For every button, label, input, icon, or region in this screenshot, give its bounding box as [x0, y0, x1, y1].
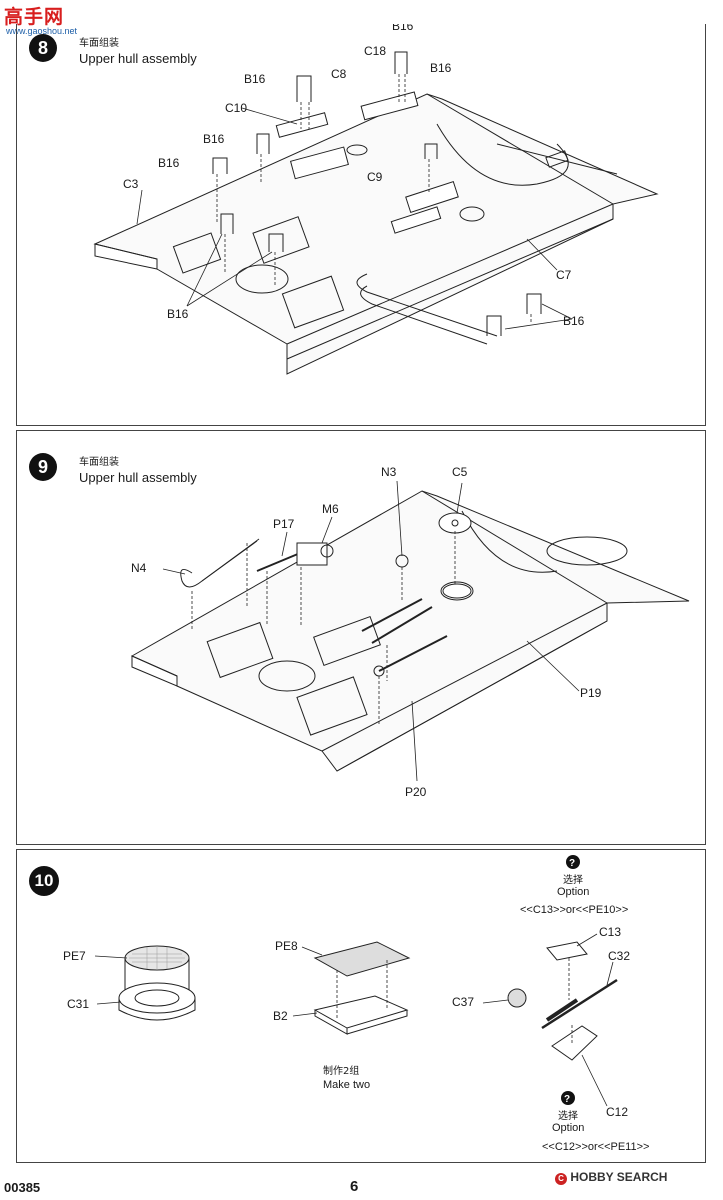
make-two-en: Make two: [323, 1079, 370, 1091]
label-c31: C31: [67, 997, 89, 1011]
step-title-en: Upper hull assembly: [79, 51, 197, 66]
option-bottom-cn: 选择: [558, 1109, 578, 1122]
label-b16: B16: [203, 132, 225, 146]
label-c32: C32: [608, 949, 630, 963]
label-c7: C7: [556, 268, 572, 282]
label-n3: N3: [381, 465, 397, 479]
label-b16: B16: [563, 314, 585, 328]
step-8-diagram: B16 C18 B16 C8 B16 C10 B16 B16 C3 C9 C7 …: [93, 24, 659, 375]
label-c13: C13: [599, 925, 621, 939]
label-m6: M6: [322, 502, 339, 516]
question-mark: ?: [569, 858, 575, 869]
step-8-panel: 8 车面组装 Upper hull assembly: [16, 24, 706, 426]
label-p17: P17: [273, 517, 295, 531]
label-pe8: PE8: [275, 939, 298, 953]
label-b16: B16: [244, 72, 266, 86]
question-mark: ?: [564, 1094, 570, 1105]
label-c8: C8: [331, 67, 347, 81]
watermark-cn: 高手网: [4, 6, 65, 28]
brand-watermark: C HOBBY SEARCH: [555, 1170, 667, 1185]
step-title-cn: 车面组装: [79, 457, 119, 468]
label-b16: B16: [167, 307, 189, 321]
label-b16: B16: [392, 24, 414, 33]
step-10-diagram: PE7 C31 PE8 B2 制作2组 Make two ? 选择 Option…: [63, 855, 649, 1153]
step-9-panel: 9 车面组装 Upper hull assembly: [16, 430, 706, 845]
watermark-en: www.gaoshou.net: [6, 26, 78, 36]
label-c5: C5: [452, 465, 468, 479]
step-title: 车面组装 Upper hull assembly: [79, 455, 197, 485]
label-c18: C18: [364, 44, 386, 58]
step-title: 车面组装 Upper hull assembly: [79, 36, 197, 66]
label-c3: C3: [123, 177, 139, 191]
option-top-en: Option: [557, 886, 589, 898]
page-number: 6: [350, 1178, 359, 1195]
step-number-badge: 10: [29, 866, 59, 896]
question-mark-icon: [561, 1091, 575, 1105]
label-c10: C10: [225, 101, 247, 115]
step-title-en: Upper hull assembly: [79, 470, 197, 485]
step-10-panel: 10 PE7 C31: [16, 849, 706, 1163]
label-p20: P20: [405, 785, 427, 799]
option-bottom-choice: <<C12>>or<<PE11>>: [542, 1141, 649, 1153]
label-c9: C9: [367, 170, 383, 184]
question-mark-icon: [566, 855, 580, 869]
label-n4: N4: [131, 561, 147, 575]
step-number-badge: 8: [29, 34, 57, 62]
watermark-logo: 高手网 www.gaoshou.net: [4, 2, 94, 36]
brand-mark-icon: C: [555, 1173, 567, 1185]
label-c12: C12: [606, 1105, 628, 1119]
option-top-cn: 选择: [563, 873, 583, 886]
option-top-choice: <<C13>>or<<PE10>>: [520, 904, 628, 916]
step-number-badge: 9: [29, 453, 57, 481]
label-p19: P19: [580, 686, 602, 700]
kit-code: 00385: [4, 1180, 41, 1195]
make-two-cn: 制作2组: [323, 1064, 359, 1077]
label-b16: B16: [430, 61, 452, 75]
step-title-cn: 车面组装: [79, 38, 119, 49]
option-bottom-en: Option: [552, 1122, 584, 1134]
brand-name: HOBBY SEARCH: [570, 1170, 668, 1184]
label-c37: C37: [452, 995, 474, 1009]
step-9-diagram: N3 C5 M6 P17 N4 P19 P20: [130, 465, 690, 799]
label-b16: B16: [158, 156, 180, 170]
label-b2: B2: [273, 1009, 288, 1023]
label-pe7: PE7: [63, 949, 86, 963]
